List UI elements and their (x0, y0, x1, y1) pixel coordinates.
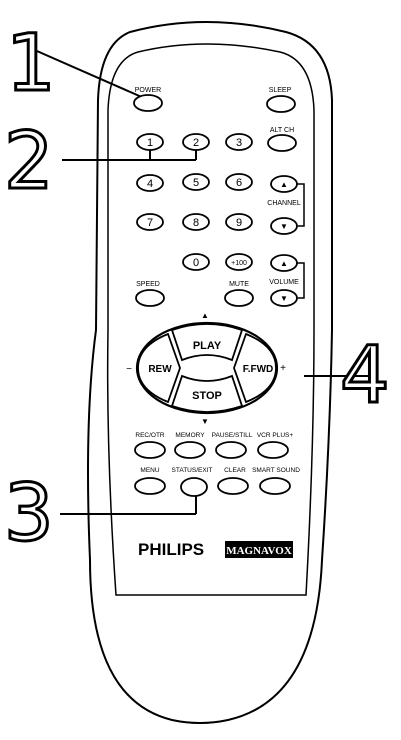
digit-3-label: 3 (236, 137, 242, 149)
channel-down-button[interactable] (270, 217, 298, 235)
callout-4: 4 (340, 331, 390, 421)
channel-down-icon: ▼ (280, 222, 288, 231)
play-label: PLAY (193, 340, 222, 352)
digit-2-label: 2 (193, 137, 199, 149)
plus-100-label: +100 (231, 260, 247, 267)
remote-inner-panel (106, 43, 315, 596)
callout-1: 1 (6, 19, 56, 109)
speed-label: SPEED (136, 281, 160, 288)
volume-bracket (297, 262, 305, 299)
stop-label: STOP (192, 390, 222, 402)
alt-ch-button[interactable] (267, 134, 297, 152)
rec-otr-button[interactable] (134, 441, 166, 459)
volume-up-icon: ▲ (280, 259, 288, 268)
vcr-plus-button[interactable] (257, 441, 289, 459)
clear-button[interactable] (217, 477, 249, 495)
digit-9-button[interactable] (225, 213, 253, 231)
channel-up-icon: ▲ (280, 180, 288, 189)
digit-0-label: 0 (193, 257, 199, 269)
memory-label: MEMORY (175, 432, 205, 439)
digit-1-button[interactable] (136, 133, 164, 151)
digit-8-button[interactable] (182, 213, 210, 231)
magnavox-logo-box (225, 541, 293, 558)
alt-ch-label: ALT CH (270, 127, 294, 134)
sleep-label: SLEEP (269, 87, 292, 94)
menu-label: MENU (140, 467, 159, 474)
smart-sound-label: SMART SOUND (252, 467, 300, 474)
cluster-minus: − (126, 364, 132, 375)
pause-still-button[interactable] (215, 441, 247, 459)
speed-button[interactable] (135, 289, 165, 307)
cluster-up-arrow: ▲ (201, 311, 209, 320)
digit-4-button[interactable] (136, 174, 164, 192)
play-button[interactable] (170, 323, 244, 362)
status-exit-label: STATUS/EXIT (172, 467, 213, 474)
magnavox-logo: MAGNAVOX (226, 545, 292, 557)
menu-button[interactable] (134, 477, 166, 495)
clear-label: CLEAR (224, 467, 246, 474)
volume-down-icon: ▼ (280, 294, 288, 303)
pause-still-label: PAUSE/STILL (212, 432, 253, 439)
digit-1-label: 1 (147, 137, 153, 149)
digit-6-label: 6 (236, 177, 242, 189)
rew-button[interactable] (137, 332, 181, 404)
digit-0-button[interactable] (182, 253, 210, 271)
cluster-down-arrow: ▼ (201, 417, 209, 426)
digit-5-button[interactable] (182, 173, 210, 191)
digit-7-button[interactable] (136, 213, 164, 231)
digit-3-button[interactable] (225, 133, 253, 151)
plus-100-button[interactable] (225, 253, 253, 271)
digit-7-label: 7 (147, 217, 153, 229)
channel-bracket (297, 183, 305, 227)
callout-3: 3 (4, 469, 54, 559)
digit-8-label: 8 (193, 217, 199, 229)
callout-2: 2 (4, 117, 54, 207)
smart-sound-button[interactable] (259, 477, 291, 495)
rec-otr-label: REC/OTR (135, 432, 165, 439)
rew-label: REW (148, 364, 172, 375)
digit-9-label: 9 (236, 217, 242, 229)
memory-button[interactable] (174, 441, 206, 459)
digit-2-button[interactable] (182, 133, 210, 151)
channel-label: CHANNEL (267, 200, 301, 207)
power-button[interactable] (133, 94, 163, 112)
callout-1-line (29, 47, 145, 99)
ffwd-label: F.FWD (243, 364, 274, 375)
stop-button[interactable] (170, 374, 244, 413)
digit-4-label: 4 (147, 178, 153, 190)
mute-button[interactable] (224, 289, 254, 307)
cluster-plus: + (280, 363, 286, 374)
sleep-button[interactable] (266, 95, 296, 113)
digit-6-button[interactable] (225, 173, 253, 191)
vcr-plus-label: VCR PLUS+ (257, 432, 294, 439)
mute-label: MUTE (229, 281, 249, 288)
volume-label: VOLUME (269, 279, 299, 286)
power-label: POWER (135, 87, 161, 94)
philips-logo: PHILIPS (138, 540, 204, 559)
ffwd-button[interactable] (233, 332, 277, 404)
digit-5-label: 5 (193, 177, 199, 189)
status-exit-button[interactable] (180, 477, 208, 497)
